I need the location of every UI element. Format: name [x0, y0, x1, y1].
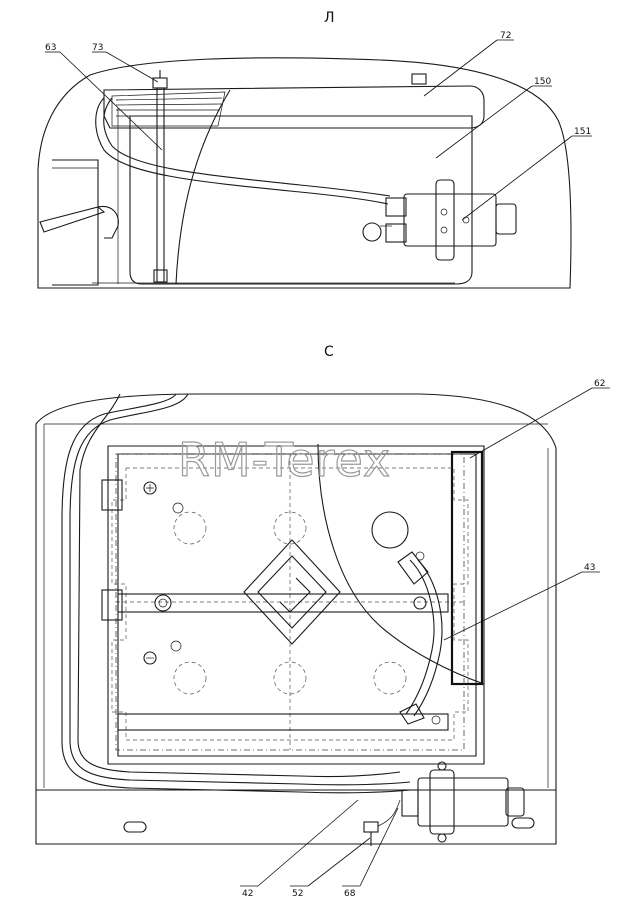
- bottom-battery-tray: [107, 445, 485, 765]
- bottom-tray-inner: [117, 453, 477, 757]
- bottom-cable-43-inner: [413, 559, 443, 717]
- bottom-relay-mount-bottom: [437, 833, 447, 843]
- top-battery-box: [129, 115, 473, 285]
- top-relay-bracket: [435, 179, 455, 261]
- bottom-cell-5: [373, 661, 407, 695]
- bottom-relay-terminal: [401, 789, 419, 817]
- top-bolt-right: [411, 73, 427, 85]
- bottom-cell-vent: [371, 511, 409, 549]
- bottom-cable-42-b: [61, 393, 411, 794]
- callout-68-leader: [359, 807, 399, 887]
- bottom-callouts: 62 43 42 52 68: [240, 379, 610, 899]
- bottom-terminal-lug-1: [172, 502, 184, 514]
- top-relay-screw-2: [440, 226, 448, 234]
- callout-52-leader: [307, 837, 371, 887]
- bottom-terminal-clamp: [397, 551, 429, 585]
- callout-73: 73: [92, 43, 103, 53]
- bottom-cell-2: [273, 511, 307, 545]
- bottom-clamp-nut-inner: [158, 598, 168, 608]
- view-label-bottom: С: [324, 344, 334, 360]
- bottom-cell-4: [273, 661, 307, 695]
- callout-73-leader: [105, 51, 159, 83]
- top-lid-section: [111, 91, 226, 127]
- top-relay-cap: [495, 203, 517, 235]
- bottom-logo-inner: [257, 555, 327, 629]
- top-hood-outline: [37, 57, 572, 289]
- bottom-terminal-plus-2: [143, 651, 157, 665]
- top-relay-terminal-b: [385, 223, 407, 243]
- top-rod-nut: [153, 269, 168, 283]
- callout-62: 62: [594, 379, 605, 389]
- top-cable-eye: [362, 222, 382, 242]
- bottom-terminal-lug-2: [170, 640, 182, 652]
- top-relay-screw-1: [440, 208, 448, 216]
- bottom-relay-bracket: [429, 769, 455, 835]
- bottom-terminal-lower: [399, 703, 425, 725]
- top-relay-screw-3: [462, 216, 470, 224]
- bottom-view: [35, 393, 557, 846]
- callout-43: 43: [584, 563, 595, 573]
- callout-150-leader: [435, 85, 533, 159]
- top-strap-hook: [97, 205, 119, 239]
- top-section-curve: [175, 89, 231, 285]
- callout-52: 52: [292, 889, 303, 899]
- bottom-clamp-bar: [117, 593, 449, 613]
- bottom-terminal-plus-1: [143, 481, 157, 495]
- bottom-plus-sign-1: [146, 484, 154, 492]
- top-bolt-73: [152, 77, 168, 89]
- bottom-logo-hook: [279, 577, 311, 613]
- bottom-terminal-lower-bolt: [431, 715, 441, 725]
- callout-68: 68: [344, 889, 356, 899]
- bottom-left-bracket-bottom: [101, 589, 123, 621]
- bottom-cable-43-outer: [405, 559, 435, 715]
- top-side-opening: [52, 159, 99, 286]
- top-lid-72: [103, 85, 485, 129]
- bottom-terminal-bolt: [415, 551, 425, 561]
- bottom-relay-mount-top: [437, 761, 447, 771]
- bottom-battery-inner-outline: [111, 467, 469, 741]
- bottom-clamp-nut-right: [413, 596, 427, 610]
- bottom-base-slot-right: [511, 817, 535, 829]
- bottom-base-slot-left: [123, 821, 147, 833]
- top-cable-outer: [95, 97, 389, 205]
- callout-151-leader: [461, 135, 573, 221]
- watermark: RM-Terex: [178, 433, 391, 487]
- callout-151: 151: [574, 127, 591, 137]
- bottom-cable-42-a: [69, 393, 411, 786]
- top-view: [37, 57, 572, 289]
- callout-63: 63: [45, 43, 56, 53]
- bottom-relay-cap: [505, 787, 525, 817]
- bottom-clamp-nut: [154, 594, 172, 612]
- bottom-section-curve: [317, 443, 485, 685]
- top-callouts: 63 73 72 150 151: [45, 31, 592, 221]
- callout-72-leader: [423, 39, 498, 97]
- callout-72: 72: [500, 31, 511, 41]
- bottom-cell-3: [173, 661, 207, 695]
- top-lid-hatch: [115, 97, 223, 117]
- view-label-top: Л: [324, 10, 335, 26]
- top-relay-body: [403, 193, 497, 247]
- bottom-hood-outline: [35, 393, 557, 845]
- bottom-logo-outer: [243, 539, 341, 645]
- top-cable-inner: [103, 97, 391, 197]
- bottom-front-bar: [117, 713, 449, 731]
- bottom-bolt-52: [363, 821, 379, 833]
- top-strap: [39, 206, 106, 233]
- bottom-ground-wire-68: [377, 799, 401, 827]
- top-relay-terminal-a: [385, 197, 407, 217]
- bottom-cable-42-c: [77, 393, 401, 778]
- callout-62-leader: [469, 387, 593, 459]
- callout-150: 150: [534, 77, 551, 87]
- callout-63-leader: [59, 51, 163, 151]
- bottom-cell-1: [173, 511, 207, 545]
- bottom-plate-62: [450, 450, 484, 686]
- callout-42-leader: [257, 799, 359, 887]
- bottom-left-bracket-top: [101, 479, 123, 511]
- callout-43-leader: [443, 571, 583, 641]
- bottom-relay-body: [417, 777, 509, 827]
- top-clamp-rod: [156, 87, 165, 283]
- callout-42: 42: [242, 889, 253, 899]
